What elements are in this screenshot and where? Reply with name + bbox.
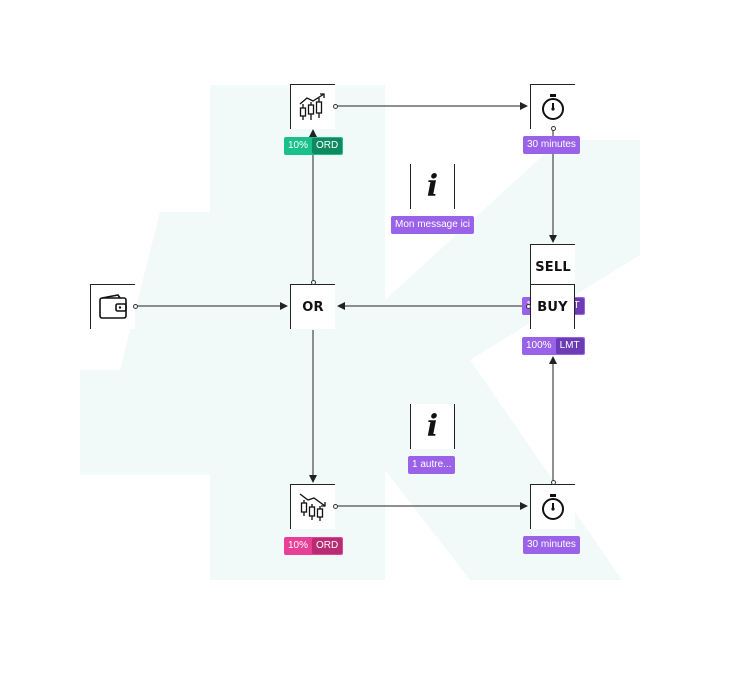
timer-top-label: 30 minutes <box>523 136 580 154</box>
info-bottom-label: 1 autre... <box>408 456 456 474</box>
buy-port-left <box>526 304 531 309</box>
wallet-node[interactable] <box>90 284 135 329</box>
buy-label: BUY <box>537 299 568 315</box>
buy-node[interactable]: BUY <box>530 284 575 329</box>
info-icon: i <box>426 168 439 204</box>
bearish-order-badge: 10% ORD <box>284 537 344 555</box>
timer-top-node[interactable] <box>530 84 575 129</box>
wallet-port <box>133 304 138 309</box>
bullish-order-badge: 10% ORD <box>284 137 344 155</box>
bullish-pct: 10% <box>288 140 309 151</box>
timer-bottom-node[interactable] <box>530 484 575 529</box>
timer-top-port-bottom <box>551 126 556 131</box>
bearish-type: ORD <box>312 538 343 554</box>
or-port-top <box>311 280 316 285</box>
info-top-label: Mon message ici <box>391 216 475 234</box>
wallet-icon <box>99 294 127 319</box>
info-icon: i <box>426 408 439 444</box>
bearish-node[interactable] <box>290 484 335 529</box>
info-top-node[interactable]: i <box>410 164 455 209</box>
stopwatch-icon <box>542 94 564 120</box>
sell-label: SELL <box>535 259 571 275</box>
timer-bottom-label: 30 minutes <box>523 536 580 554</box>
buy-pct: 100% <box>526 340 552 351</box>
bullish-candles-icon <box>299 93 325 120</box>
stopwatch-icon <box>542 494 564 520</box>
buy-order-badge: 100% LMT <box>522 337 585 355</box>
or-node[interactable]: OR <box>290 284 335 329</box>
timer-bottom-port-top <box>551 480 556 485</box>
sell-node[interactable]: SELL <box>530 244 575 289</box>
info-bottom-node[interactable]: i <box>410 404 455 449</box>
bearish-port-right <box>333 504 338 509</box>
bullish-port-right <box>333 104 338 109</box>
bearish-pct: 10% <box>288 540 309 551</box>
bullish-node[interactable] <box>290 84 335 129</box>
bearish-candles-icon <box>299 493 326 521</box>
buy-type: LMT <box>555 338 584 354</box>
or-label: OR <box>302 299 324 315</box>
bullish-type: ORD <box>312 138 343 154</box>
